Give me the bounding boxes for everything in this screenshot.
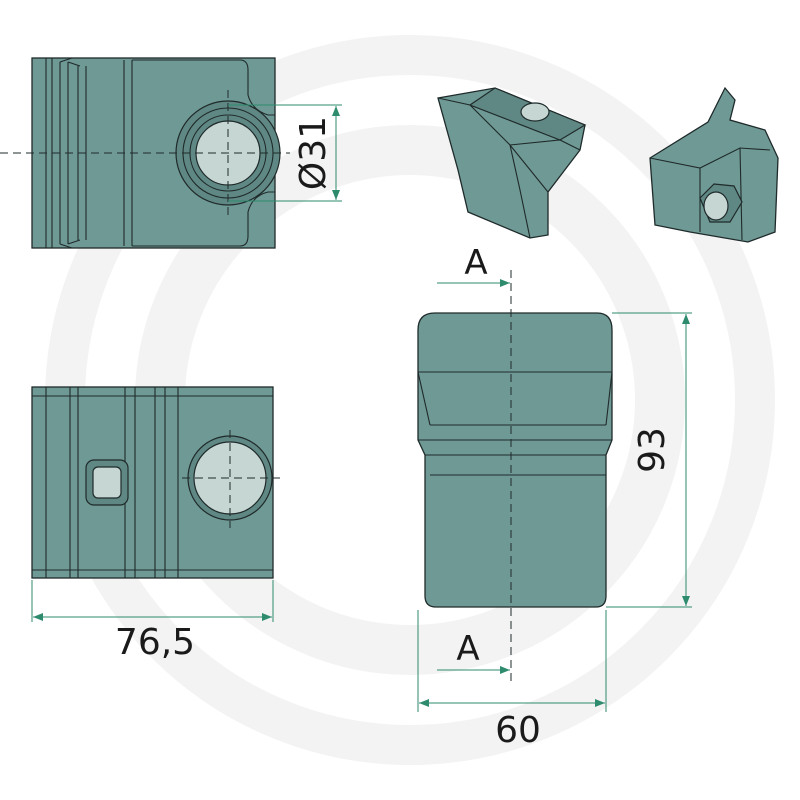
height-dimension: 93	[606, 312, 692, 608]
isometric-view-left	[437, 87, 587, 239]
width-front-label: 60	[495, 710, 541, 751]
section-mark-top: A	[437, 243, 510, 287]
bore-hole	[193, 441, 267, 515]
height-label: 93	[632, 427, 673, 473]
diameter-label: Ø31	[293, 116, 334, 190]
width-side-label: 76,5	[115, 622, 195, 663]
section-mark-bottom: A	[437, 629, 510, 674]
width-dimension-side: 76,5	[31, 580, 274, 663]
isometric-view-right	[649, 86, 779, 243]
section-label-bottom: A	[456, 629, 479, 669]
width-dimension-front: 60	[417, 610, 607, 751]
top-view: Ø31	[0, 57, 342, 249]
diameter-dimension: Ø31	[228, 104, 342, 202]
section-label-top: A	[464, 243, 487, 283]
front-view: A A 93 60	[417, 243, 692, 751]
side-view: 76,5	[31, 386, 280, 663]
